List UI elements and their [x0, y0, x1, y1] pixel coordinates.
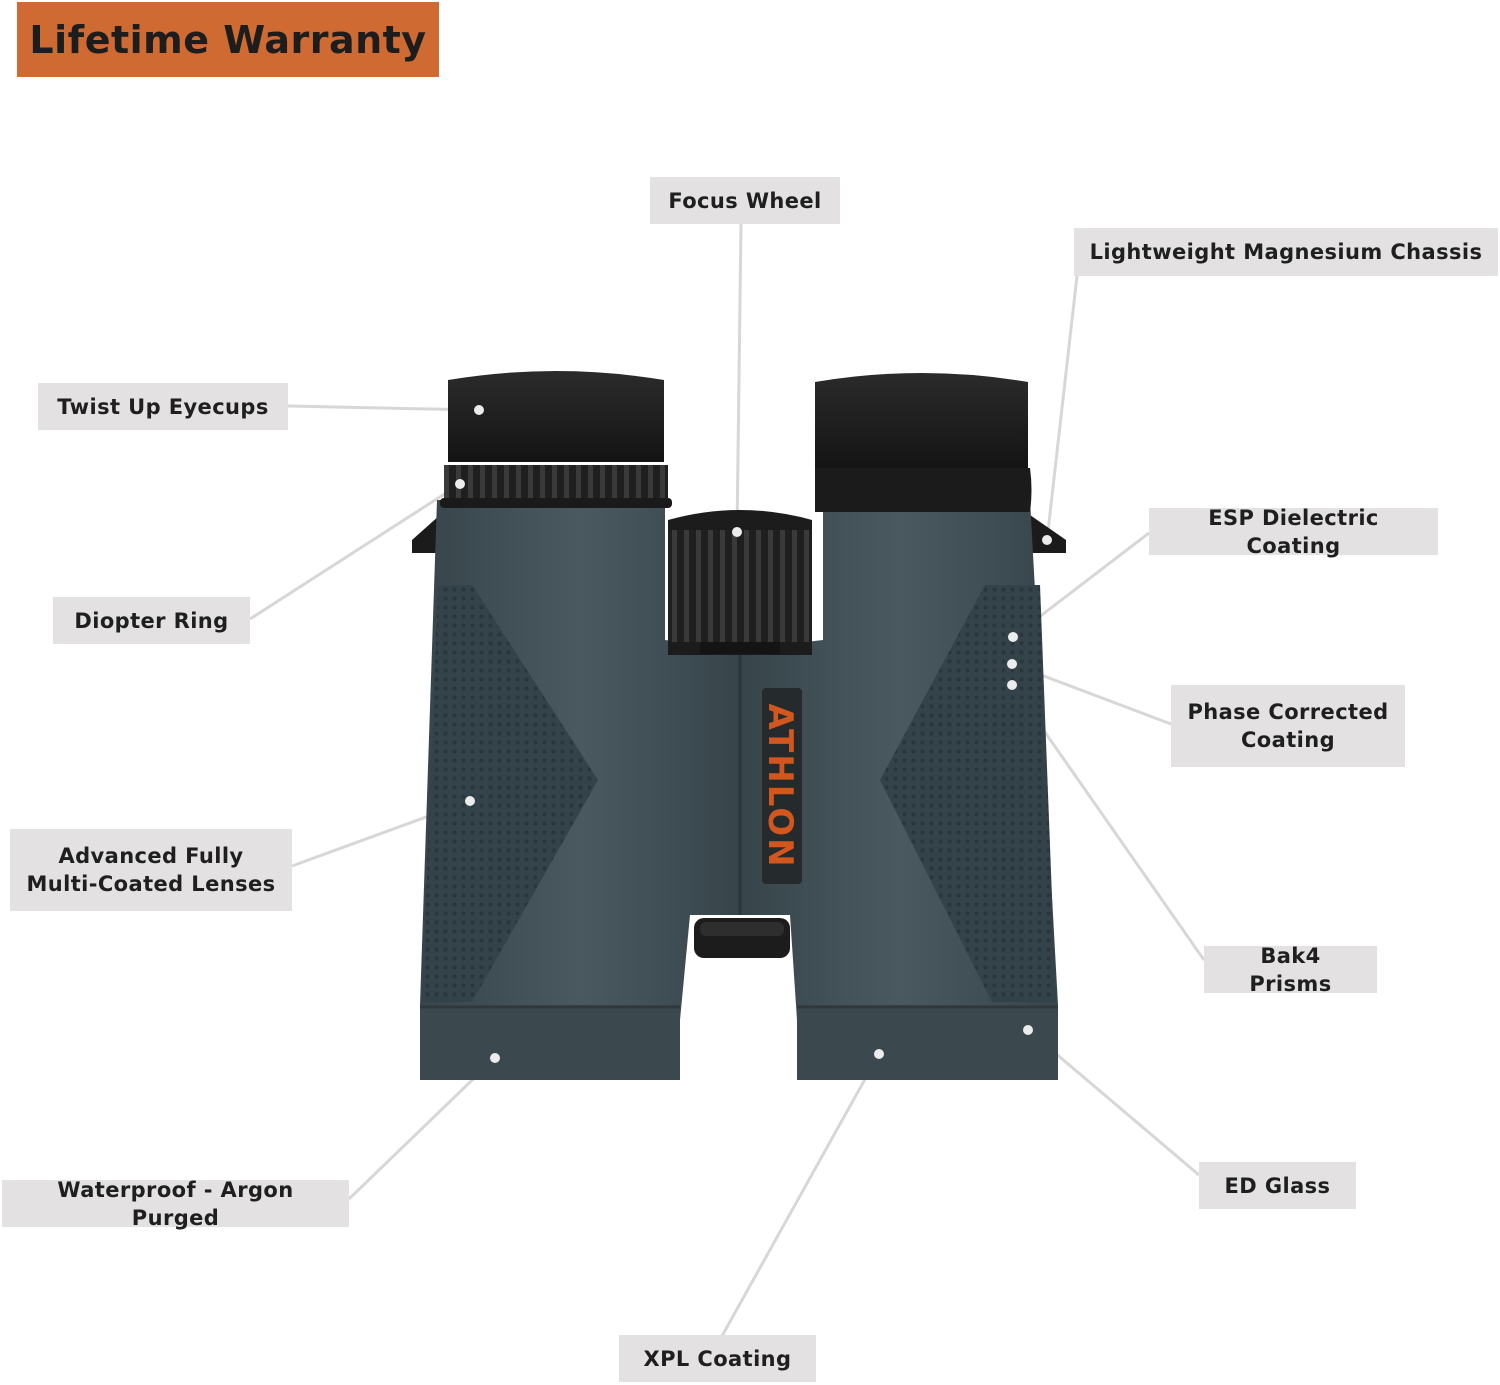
leader-diopter-ring	[249, 482, 461, 621]
label-text: Phase Corrected Coating	[1187, 700, 1389, 752]
right-strap-lug	[1030, 515, 1066, 553]
dot-xpl	[874, 1049, 884, 1059]
lifetime-warranty-badge: Lifetime Warranty	[17, 2, 439, 77]
leader-twist-eyecups	[287, 404, 480, 412]
label-text: Twist Up Eyecups	[57, 394, 269, 419]
left-strap-lug	[412, 515, 440, 553]
dot-ed-glass	[1023, 1025, 1033, 1035]
dot-twist-eyecups	[474, 405, 484, 415]
leader-waterproof	[347, 1056, 497, 1201]
dot-focus-wheel	[732, 527, 742, 537]
rear-focus-knob	[694, 918, 790, 958]
badge-text: Lifetime Warranty	[29, 17, 427, 62]
leader-xpl	[720, 1053, 881, 1337]
label-waterproof: Waterproof - Argon Purged	[2, 1178, 349, 1230]
label-text: Bak4 Prisms	[1249, 943, 1332, 996]
label-text: Advanced Fully Multi-Coated Lenses	[26, 844, 276, 896]
label-xpl: XPL Coating	[619, 1335, 816, 1382]
right-eyecup	[815, 373, 1032, 512]
dot-phase-coating	[1007, 659, 1017, 669]
dot-esp-coating	[1008, 632, 1018, 642]
label-bak4: Bak4 Prisms	[1204, 944, 1377, 996]
label-diopter-ring: Diopter Ring	[53, 597, 250, 644]
anchor-dots	[455, 405, 1052, 1063]
brand-logo: ATHLON	[760, 688, 802, 884]
brand-text: ATHLON	[760, 703, 800, 868]
label-text: Lightweight Magnesium Chassis	[1089, 240, 1483, 264]
label-text: Diopter Ring	[74, 608, 229, 633]
focus-wheel-knob	[668, 510, 812, 655]
dot-magnesium-chassis	[1042, 535, 1052, 545]
label-focus-wheel: Focus Wheel	[650, 177, 840, 224]
label-text: XPL Coating	[643, 1346, 792, 1371]
dot-bak4	[1007, 680, 1017, 690]
left-eyecup	[440, 371, 672, 508]
label-text: Waterproof - Argon Purged	[57, 1177, 294, 1230]
label-multi-coated: Advanced Fully Multi-Coated Lenses	[10, 829, 292, 911]
label-twist-eyecups: Twist Up Eyecups	[38, 383, 288, 430]
label-text: ESP Dielectric Coating	[1208, 505, 1379, 558]
label-magnesium-chassis: Lightweight Magnesium Chassis	[1074, 228, 1498, 276]
label-phase-coating: Phase Corrected Coating	[1171, 685, 1405, 767]
dot-diopter-ring	[455, 479, 465, 489]
label-ed-glass: ED Glass	[1199, 1162, 1356, 1209]
label-text: ED Glass	[1224, 1173, 1331, 1198]
leader-focus-wheel	[735, 223, 743, 533]
leader-magnesium-chassis	[1045, 275, 1079, 541]
dot-waterproof	[490, 1053, 500, 1063]
label-esp-coating: ESP Dielectric Coating	[1149, 506, 1438, 558]
dot-multi-coated	[465, 796, 475, 806]
left-barrel	[420, 500, 740, 1080]
label-text: Focus Wheel	[668, 188, 822, 213]
